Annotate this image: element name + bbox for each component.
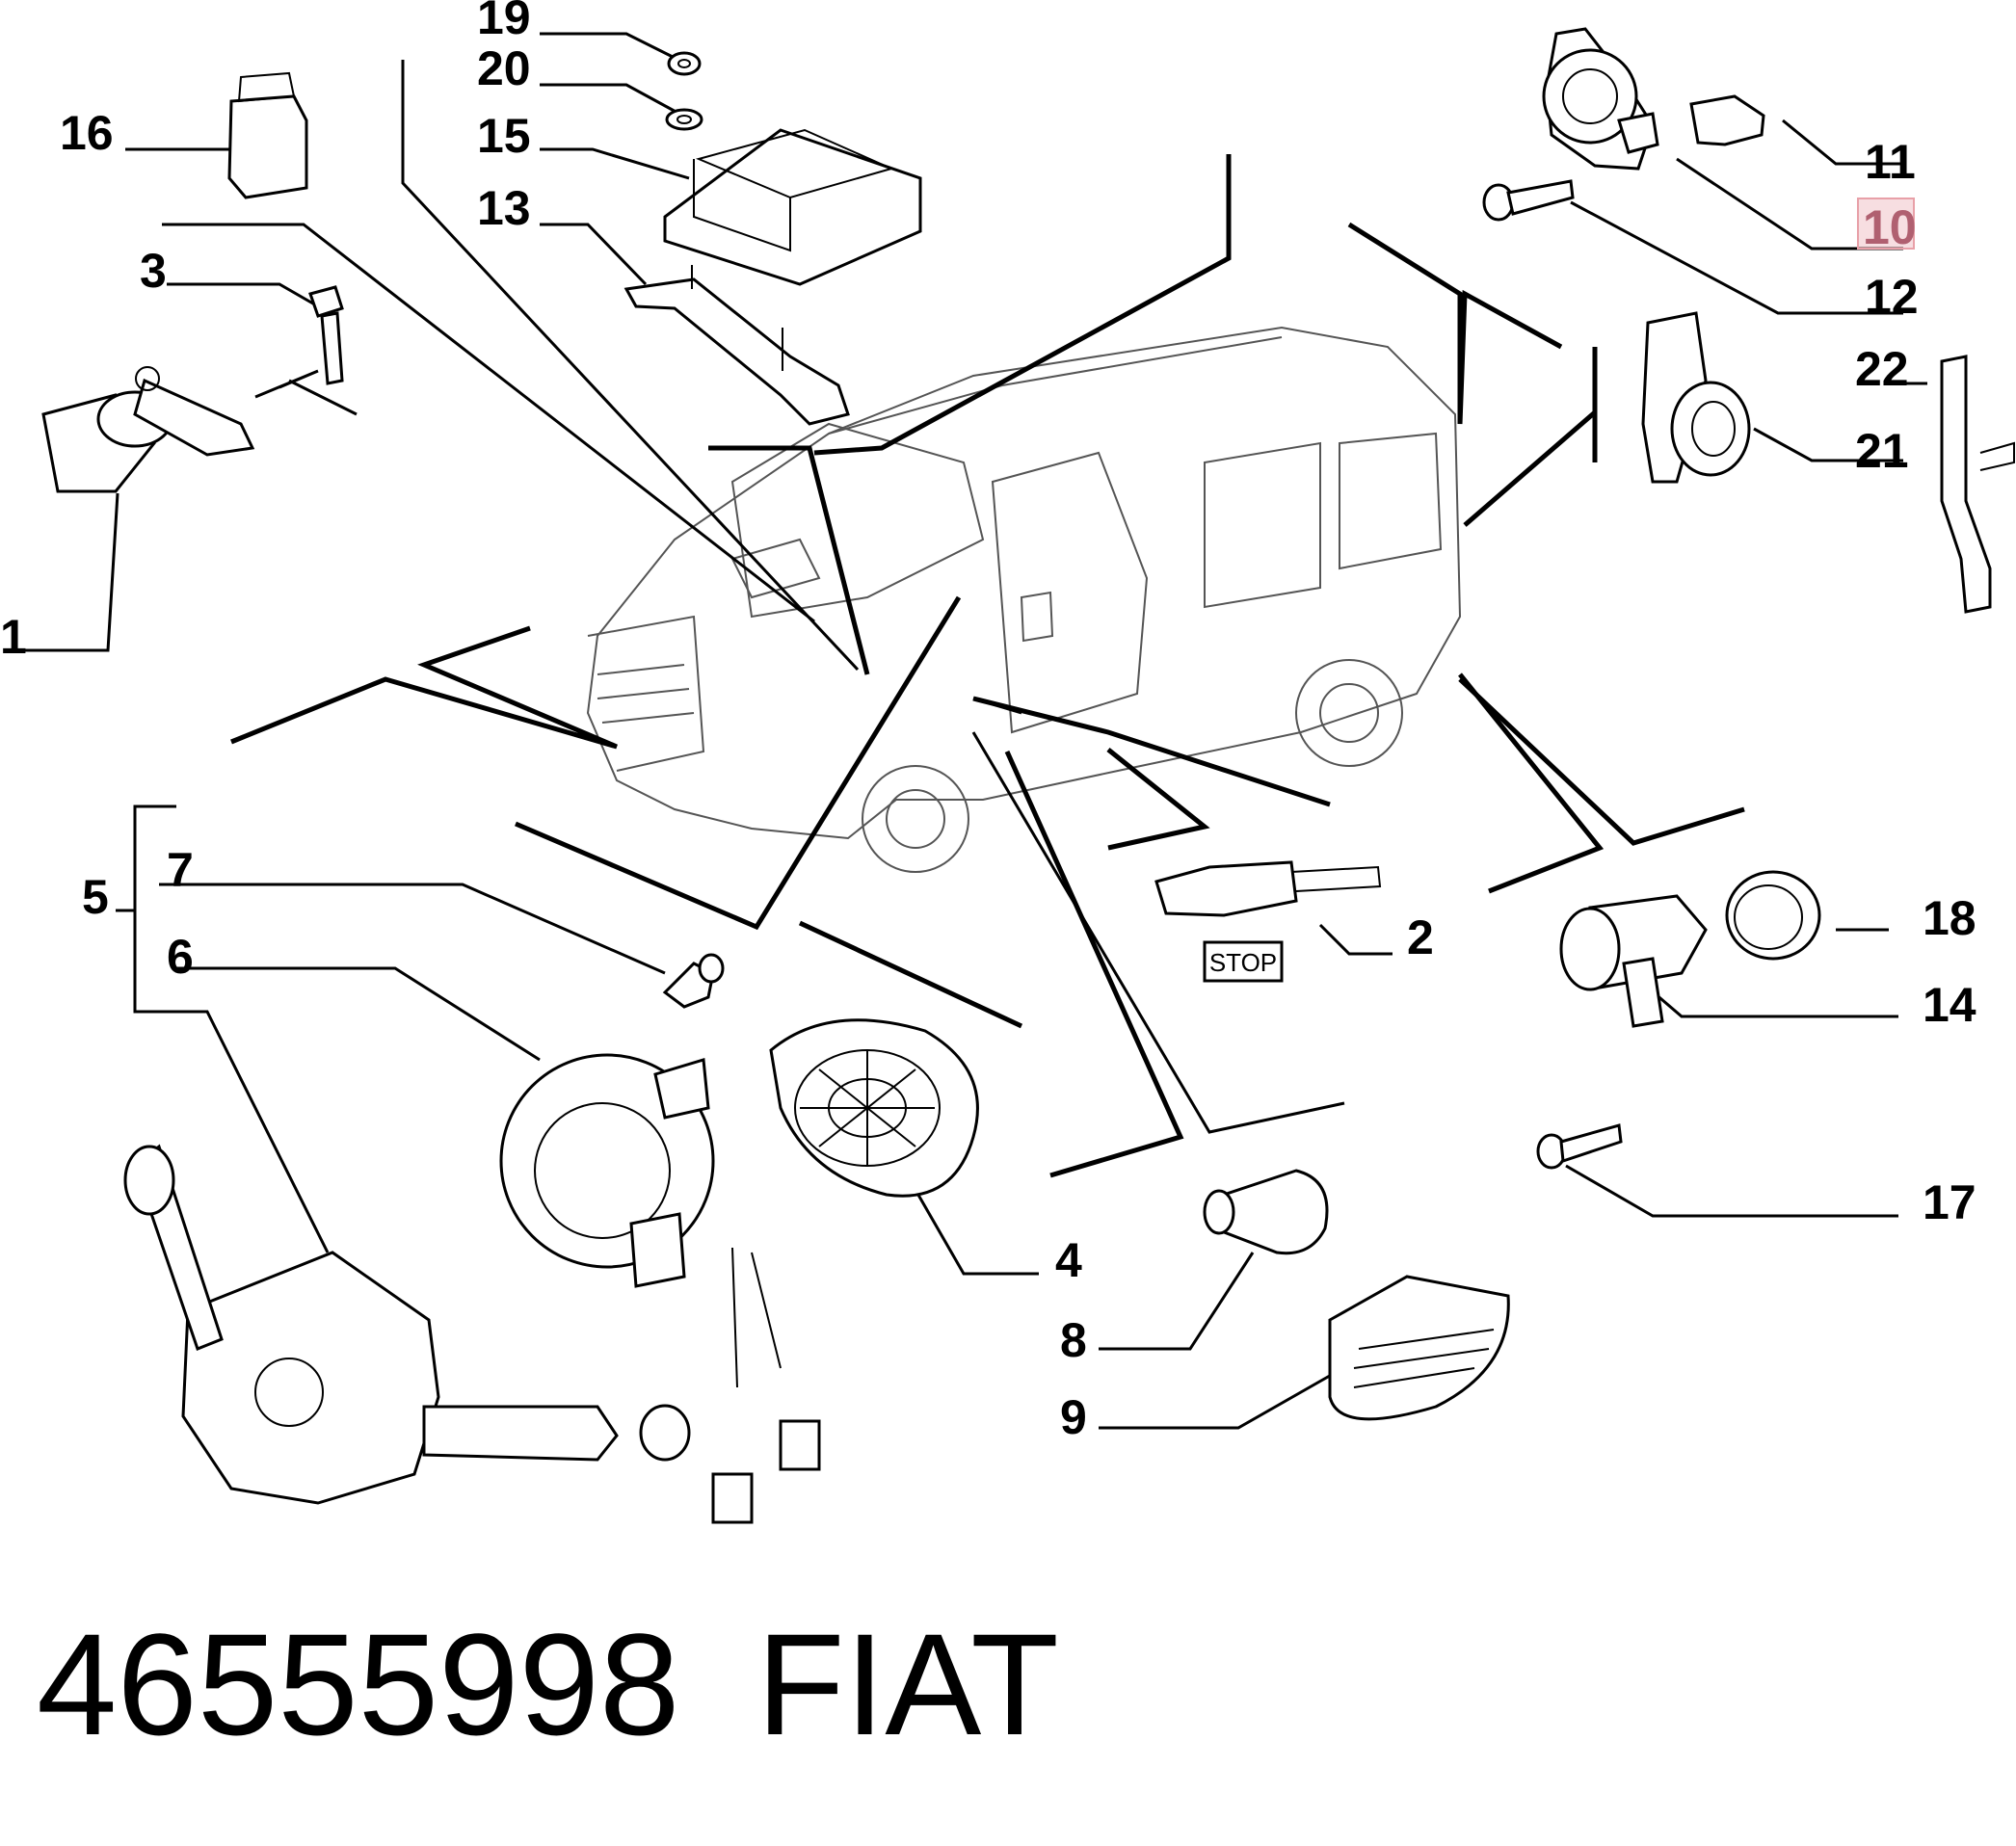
callout-20: 20 [477, 41, 531, 95]
part-18-cap [1725, 870, 1821, 961]
part-22-bracket [1940, 355, 2015, 614]
part-17-screw [1536, 1123, 1623, 1170]
part-number: 46555998 [37, 1603, 679, 1765]
callout-4: 4 [1055, 1233, 1082, 1287]
callout-8: 8 [1060, 1313, 1087, 1367]
part-5-column-switch [123, 1144, 691, 1505]
part-2-stop-switch: STOP [1154, 860, 1382, 983]
callout-13: 13 [477, 181, 531, 235]
part-13-bracket [623, 265, 850, 426]
part-6-clock-spring [499, 1053, 821, 1524]
callout-1: 1 [0, 610, 27, 664]
brand-name: FIAT [756, 1603, 1059, 1765]
callout-15: 15 [477, 109, 531, 163]
part-3-bolt [308, 285, 344, 385]
callout-labels: 16 3 1 19 20 15 13 11 10 12 22 21 5 7 6 … [0, 0, 1976, 1444]
part-19-nut [667, 51, 702, 76]
part-11-clip [1689, 94, 1765, 146]
part-7-screw [662, 953, 725, 1009]
callout-17: 17 [1923, 1175, 1976, 1229]
callout-3: 3 [140, 244, 167, 298]
callout-22: 22 [1855, 342, 1909, 396]
highlight-box-10 [1857, 198, 1915, 250]
part-10-parking-sensor [1542, 27, 1659, 171]
callout-14: 14 [1923, 978, 1976, 1032]
callout-2: 2 [1407, 910, 1434, 964]
part-21-sensor [1641, 311, 1751, 484]
callout-19: 19 [477, 0, 531, 44]
callout-12: 12 [1865, 270, 1919, 324]
part-16-relay [227, 71, 308, 199]
part-4-speaker [769, 1018, 979, 1198]
callout-9: 9 [1060, 1390, 1087, 1444]
callout-16: 16 [60, 106, 114, 160]
part-15-control-unit [663, 128, 922, 286]
part-9-side-repeater [1328, 1275, 1510, 1421]
part-12-screw [1482, 179, 1575, 222]
callout-10: 10 [1863, 200, 1917, 254]
stop-label: STOP [1209, 948, 1277, 977]
vehicle-illustration [586, 326, 1462, 873]
part-1-horn [41, 366, 255, 493]
part-8-bulb [1203, 1169, 1329, 1255]
leader-lines [21, 32, 1927, 1430]
callout-6: 6 [167, 930, 194, 984]
footer: 46555998 FIAT [37, 1603, 1059, 1765]
callout-11: 11 [1865, 135, 1916, 189]
callout-5: 5 [82, 870, 109, 924]
part-20-washer [665, 108, 703, 131]
callout-18: 18 [1923, 891, 1976, 945]
part-14-sensor [1559, 894, 1708, 1028]
callout-21: 21 [1855, 424, 1909, 478]
callout-7: 7 [167, 843, 194, 897]
